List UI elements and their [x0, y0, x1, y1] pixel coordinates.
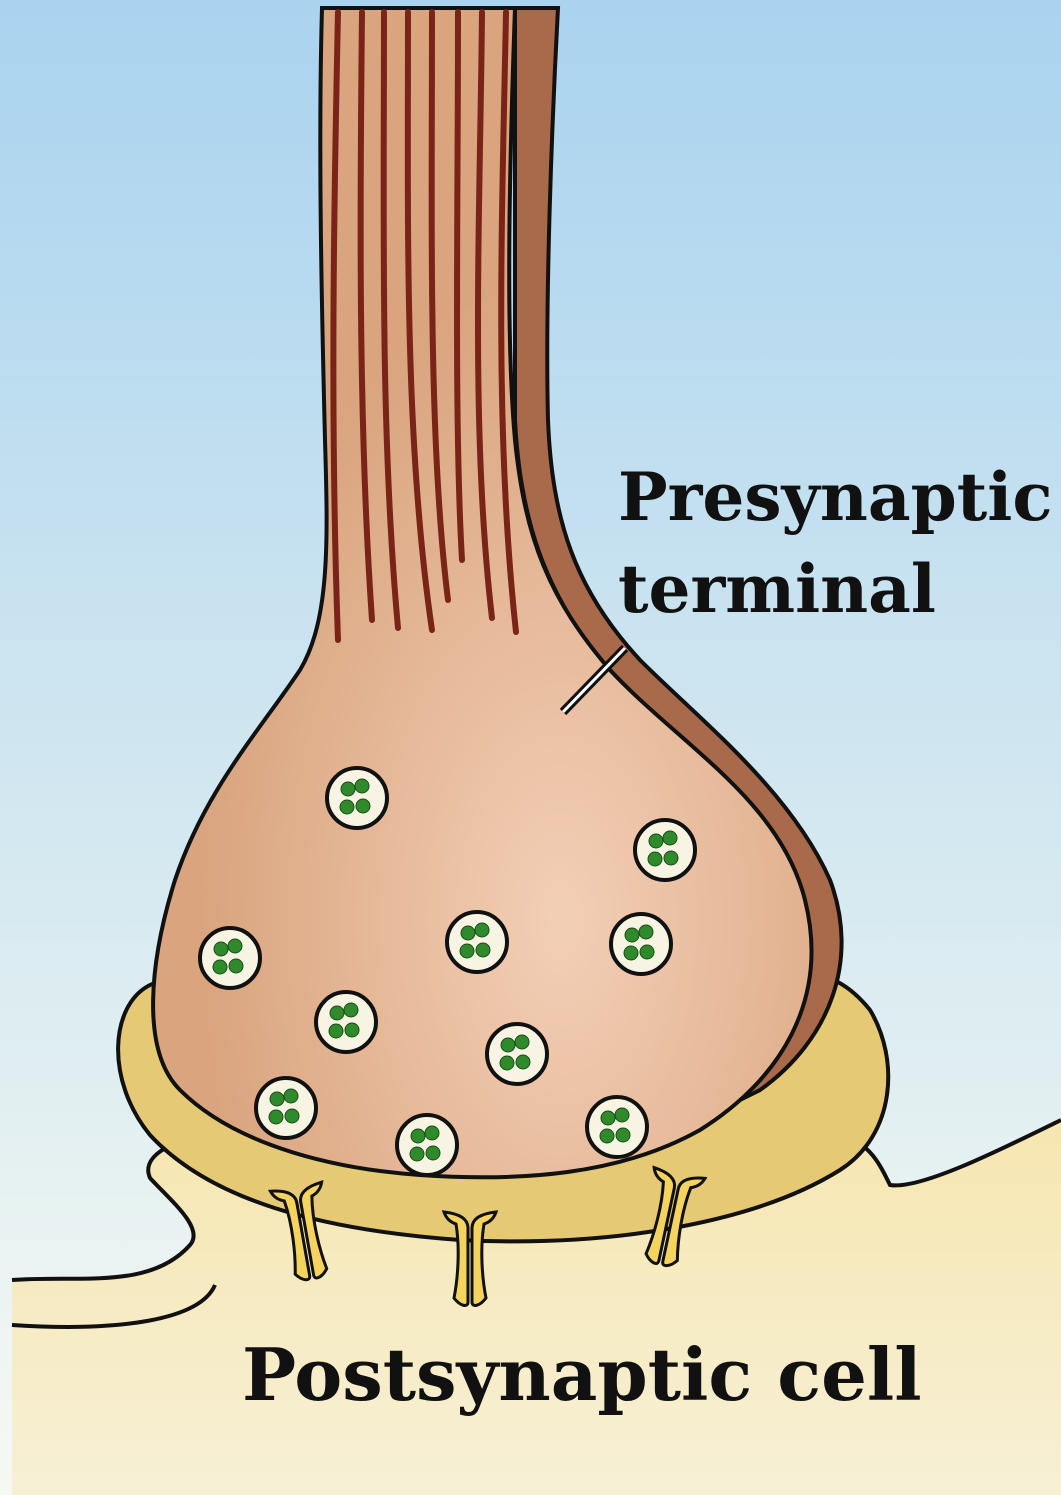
synaptic-vesicle-icon — [327, 768, 387, 828]
presynaptic-label-line2: terminal — [618, 550, 936, 628]
presynaptic-label-line1: Presynaptic — [618, 458, 1053, 536]
synaptic-vesicle-icon — [611, 914, 671, 974]
synaptic-vesicle-icon — [635, 820, 695, 880]
synaptic-vesicle-icon — [587, 1097, 647, 1157]
synaptic-vesicle-icon — [397, 1115, 457, 1175]
synaptic-vesicle-icon — [447, 912, 507, 972]
synaptic-vesicle-icon — [200, 928, 260, 988]
synaptic-vesicle-icon — [256, 1078, 316, 1138]
synaptic-vesicle-icon — [487, 1024, 547, 1084]
postsynaptic-label: Postsynaptic cell — [242, 1332, 922, 1417]
synaptic-vesicle-icon — [316, 992, 376, 1052]
